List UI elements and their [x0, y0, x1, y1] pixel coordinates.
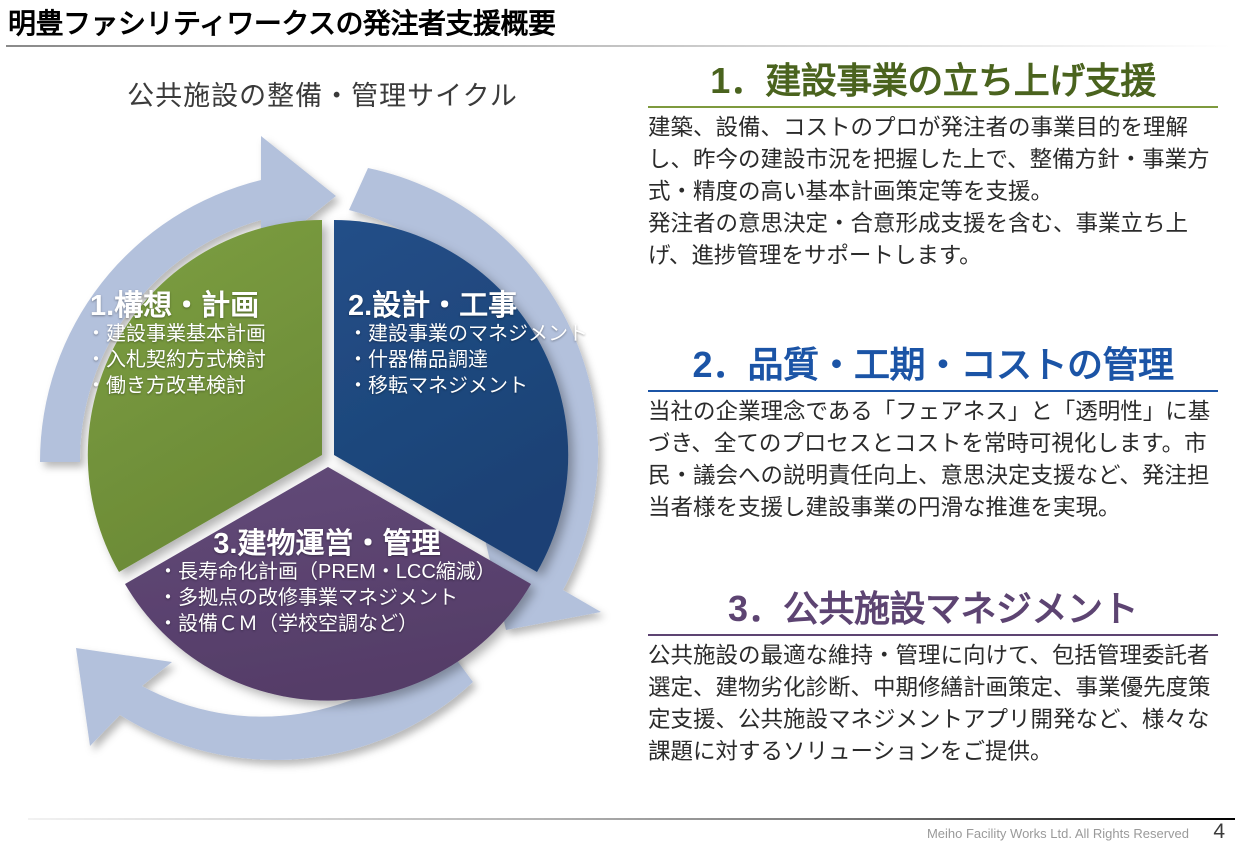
cycle-wedge-design-construction: [334, 220, 569, 572]
cycle-diagram-panel: 公共施設の整備・管理サイクル: [0, 48, 645, 808]
cycle-wedge-operation-management-item: ・設備ＣＭ（学校空調など）: [158, 612, 418, 635]
section-quality-schedule-cost-heading: 2．品質・工期・コストの管理: [692, 344, 1174, 385]
cycle-diagram-caption: 公共施設の整備・管理サイクル: [127, 81, 518, 111]
cycle-wedge-operation-management-item: ・長寿命化計画（PREM・LCC縮減）: [158, 561, 496, 584]
cycle-wedge-operation-management-item: ・多拠点の改修事業マネジメント: [158, 587, 458, 610]
page-title: 明豊ファシリティワークスの発注者支援概要: [8, 8, 556, 39]
section-startup-support: 1．建設事業の立ち上げ支援 建築、設備、コストのプロが発注者の事業目的を理解し、…: [648, 52, 1218, 272]
cycle-arrow-1: [39, 136, 336, 462]
cycle-wedge-planning-heading: 1.構想・計画: [90, 290, 260, 322]
section-quality-schedule-cost-underline: [648, 390, 1218, 392]
section-public-facility-management: 3．公共施設マネジメント 公共施設の最適な維持・管理に向けて、包括管理委託者選定…: [648, 580, 1218, 768]
cycle-wedge-design-construction-item: ・什器備品調達: [348, 349, 488, 372]
section-public-facility-management-underline: [648, 634, 1218, 636]
slide-title-bar: 明豊ファシリティワークスの発注者支援概要: [0, 0, 1235, 48]
cycle-arrow-3: [76, 640, 473, 760]
section-paragraph: 建築、設備、コストのプロが発注者の事業目的を理解し、昨今の建設市況を把握した上で…: [648, 115, 1210, 204]
section-paragraph: 公共施設の最適な維持・管理に向けて、包括管理委託者選定、建物劣化診断、中期修繕計…: [648, 643, 1211, 764]
section-public-facility-management-heading: 3．公共施設マネジメント: [727, 588, 1139, 629]
section-quality-schedule-cost-body: 当社の企業理念である「フェアネス」と「透明性」に基づき、全てのプロセスとコストを…: [648, 396, 1218, 524]
cycle-wedge-planning-text: 1.構想・計画 ・建設事業基本計画 ・入札契約方式検討 ・働き方改革検討: [86, 290, 266, 399]
section-quality-schedule-cost: 2．品質・工期・コストの管理 当社の企業理念である「フェアネス」と「透明性」に基…: [648, 336, 1218, 524]
cycle-wedge-design-construction-item: ・建設事業のマネジメント: [348, 323, 588, 346]
section-startup-support-underline: [648, 106, 1218, 108]
section-startup-support-body: 建築、設備、コストのプロが発注者の事業目的を理解し、昨今の建設市況を把握した上で…: [648, 112, 1218, 272]
cycle-wedge-design-construction-text: 2.設計・工事 ・建設事業のマネジメント ・什器備品調達 ・移転マネジメント: [348, 290, 588, 399]
content-panel: 1．建設事業の立ち上げ支援 建築、設備、コストのプロが発注者の事業目的を理解し、…: [648, 52, 1218, 808]
section-paragraph: 発注者の意思決定・合意形成支援を含む、事業立ち上げ、進捗管理をサポートします。: [648, 210, 1189, 268]
cycle-wedge-operation-management-heading: 3.建物運営・管理: [213, 528, 441, 560]
cycle-wedge-operation-management-text: 3.建物運営・管理 ・長寿命化計画（PREM・LCC縮減） ・多拠点の改修事業マ…: [158, 528, 496, 637]
cycle-diagram-svg: [39, 136, 601, 760]
section-public-facility-management-body: 公共施設の最適な維持・管理に向けて、包括管理委託者選定、建物劣化診断、中期修繕計…: [648, 640, 1218, 768]
cycle-wedge-planning-item: ・入札契約方式検討: [86, 349, 266, 372]
footer-copyright: Meiho Facility Works Ltd. All Rights Res…: [926, 826, 1189, 841]
cycle-wedge-design-construction-item: ・移転マネジメント: [348, 374, 528, 397]
cycle-wedge-operation-management: [125, 467, 531, 701]
title-divider: [6, 45, 1231, 47]
cycle-diagram: 1.構想・計画 ・建設事業基本計画 ・入札契約方式検討 ・働き方改革検討 2.設…: [18, 110, 638, 810]
cycle-wedge-design-construction-heading: 2.設計・工事: [348, 290, 518, 322]
section-startup-support-heading: 1．建設事業の立ち上げ支援: [710, 60, 1156, 101]
cycle-wedge-planning: [87, 220, 323, 572]
cycle-wedge-planning-item: ・建設事業基本計画: [86, 323, 266, 346]
page-number: 4: [1213, 820, 1225, 843]
section-paragraph: 当社の企業理念である「フェアネス」と「透明性」に基づき、全てのプロセスとコストを…: [648, 399, 1211, 520]
footer-divider: [28, 818, 1235, 820]
cycle-wedges: [87, 220, 569, 701]
cycle-wedge-planning-item: ・働き方改革検討: [86, 374, 246, 397]
